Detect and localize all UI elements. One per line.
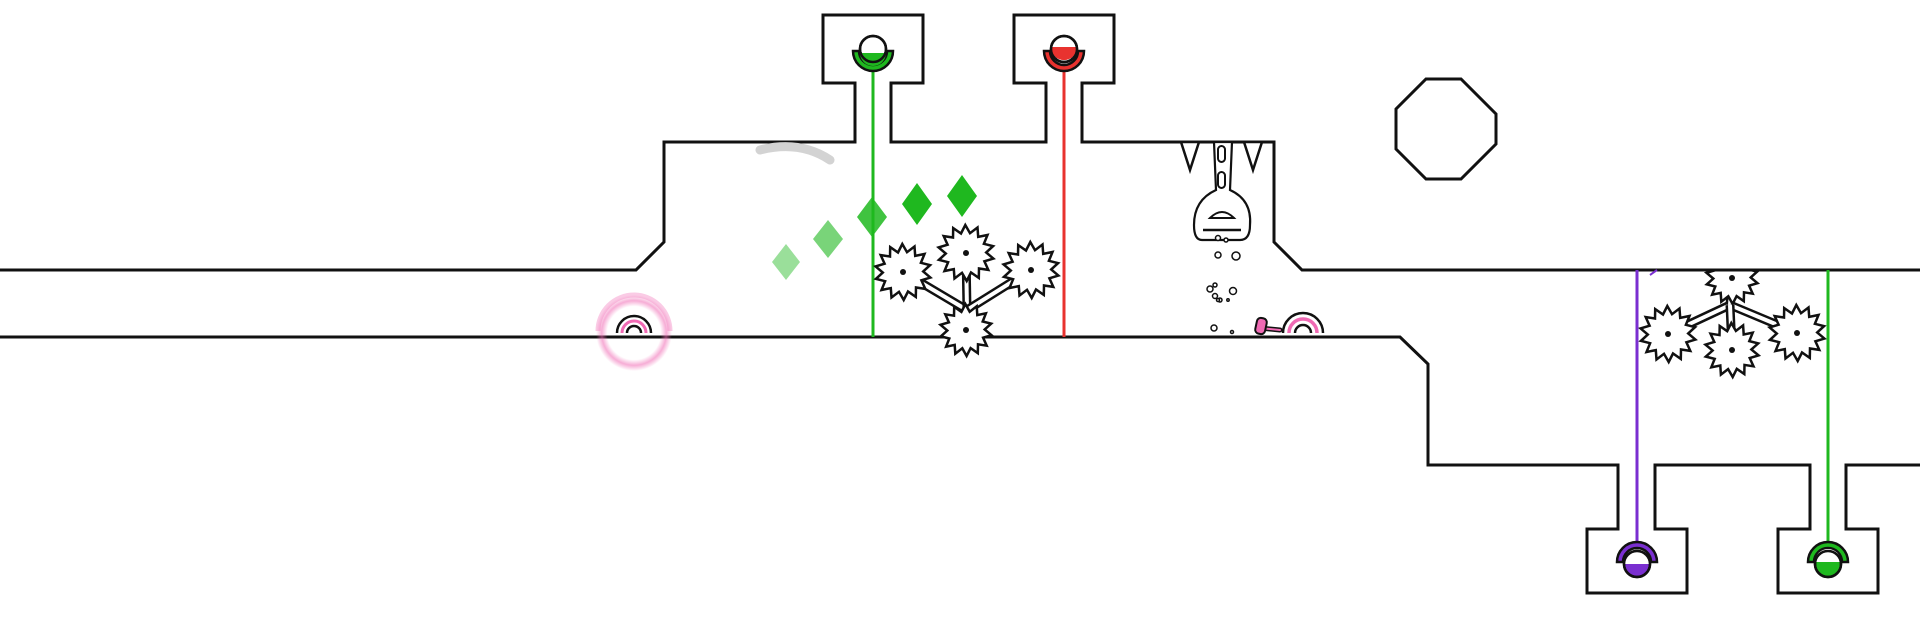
- purple-emitter-bottom-icon: [1615, 540, 1659, 579]
- bubble-icon: [1226, 298, 1230, 302]
- bubble-icon: [1228, 286, 1238, 296]
- pink-spawn-ring-icon: [1281, 311, 1325, 334]
- squid-enemy-icon: [1179, 140, 1264, 242]
- bubble-icon: [1223, 237, 1229, 243]
- saw-blade-icon: [1638, 303, 1698, 365]
- octagon-exit-icon[interactable]: [1394, 77, 1498, 181]
- pink-spawn-ring-icon: [595, 292, 673, 371]
- gem-icon[interactable]: [902, 183, 932, 225]
- bubble-icon: [1214, 251, 1222, 259]
- corridor-floor: [0, 335, 1920, 595]
- bubble-icon: [1206, 285, 1214, 293]
- pink-player-icon[interactable]: [1254, 316, 1283, 336]
- gem-icon[interactable]: [947, 175, 977, 217]
- bubble-icon: [1231, 251, 1241, 261]
- gem-icon[interactable]: [813, 220, 843, 258]
- gem-trail[interactable]: [772, 175, 977, 280]
- saw-blade-icon: [873, 241, 933, 303]
- gem-icon[interactable]: [857, 197, 887, 237]
- bubble-icon: [1229, 329, 1235, 335]
- saw-blade-icon: [1767, 302, 1827, 364]
- saw-blade-icon: [937, 301, 995, 359]
- purple-laser-spark-icon: [1649, 269, 1658, 276]
- red-emitter-top-icon: [1042, 34, 1086, 73]
- saw-blade-icon: [1001, 239, 1061, 301]
- saw-blade-icon: [936, 222, 996, 284]
- level-walls: [0, 13, 1920, 595]
- bubble-icon: [1215, 297, 1221, 303]
- motion-shadow-icon: [755, 142, 835, 165]
- saw-cluster-upper: [873, 222, 1061, 359]
- corridor-ceiling: [0, 13, 1920, 272]
- ceiling-spike-icon: [1179, 140, 1201, 175]
- ceiling-spike-icon: [1242, 140, 1264, 175]
- saw-cluster-lower: [1638, 240, 1827, 380]
- bubble-icon: [1211, 292, 1219, 300]
- saw-blade-icon: [1702, 320, 1762, 380]
- ceiling-mask: [1690, 240, 1780, 269]
- green-emitter-bottom-icon: [1806, 540, 1850, 579]
- bubble-icon: [1214, 234, 1222, 242]
- bubble-icon: [1210, 324, 1218, 332]
- green-emitter-top-icon: [851, 34, 895, 73]
- bubble-icon: [1212, 282, 1218, 288]
- squid-bubbles: [1206, 234, 1241, 335]
- gem-icon[interactable]: [772, 244, 800, 280]
